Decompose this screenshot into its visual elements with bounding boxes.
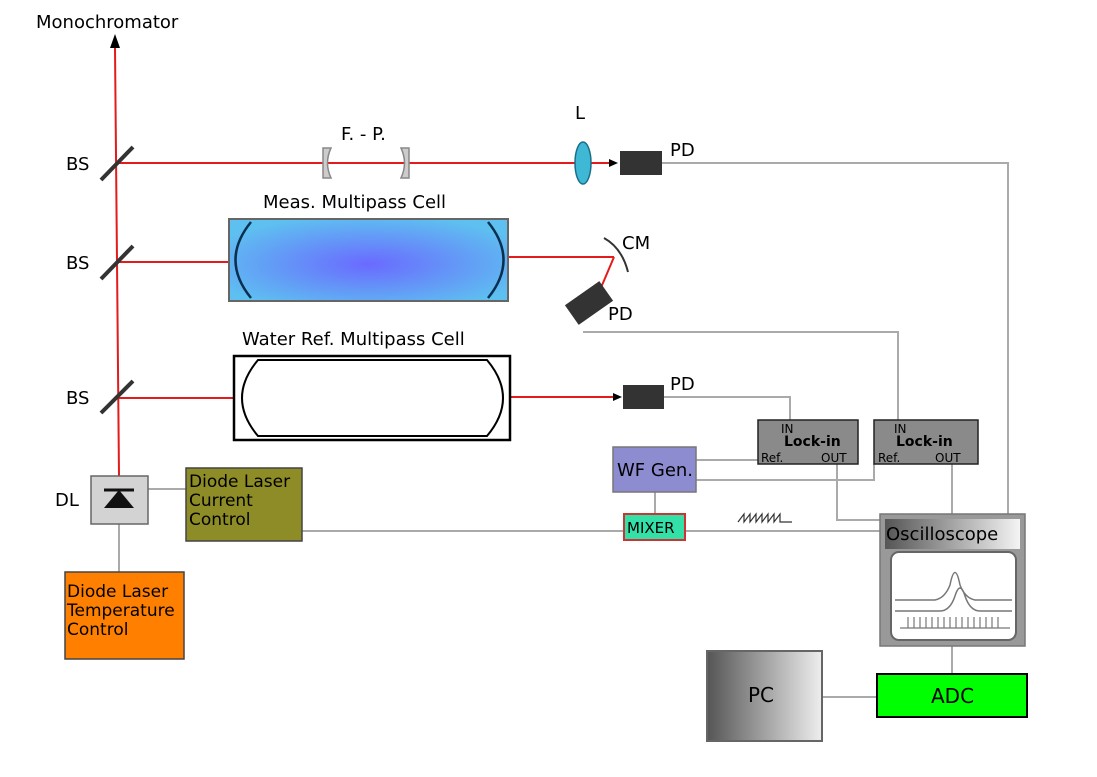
diode-laser: [90, 475, 149, 525]
mixer-label: MIXER: [627, 519, 675, 537]
fabry-perot-label: F. - P.: [341, 124, 386, 145]
lockin1-out-label: OUT: [821, 451, 847, 465]
lockin2-title: Lock-in: [896, 434, 953, 450]
beam-splitter-2: [99, 244, 135, 281]
wf-gen-label: WF Gen.: [617, 460, 693, 481]
temperature-control-box: [64, 571, 185, 660]
monochromator-label: Monochromator: [36, 12, 179, 33]
concave-mirror-icon: [603, 237, 629, 273]
bs3-label: BS: [66, 388, 89, 409]
lockin1-box: [757, 419, 859, 465]
pc-box: [706, 650, 823, 742]
arrow-pd1: [609, 159, 618, 167]
sawtooth-signal-symbol: [737, 512, 792, 524]
beam-cm-to-pd: [599, 256, 615, 291]
pd1-label: PD: [670, 140, 695, 161]
bs2-label: BS: [66, 253, 89, 274]
wire-pd2-lockin2: [583, 331, 899, 420]
photodetector-1: [620, 151, 662, 175]
pc-label: PC: [748, 683, 774, 707]
meas-cell-label: Meas. Multipass Cell: [263, 192, 446, 213]
lockin1-ref-label: Ref.: [761, 451, 783, 465]
lockin2-ref-label: Ref.: [878, 451, 900, 465]
diode-icon: [104, 490, 134, 508]
cm-label: CM: [622, 233, 650, 254]
wire-wfgen-lockin2-ref: [696, 464, 875, 481]
lockin1-in-label: IN: [781, 422, 794, 436]
oscilloscope: [879, 513, 1026, 647]
lockin2-box: [873, 419, 979, 465]
wf-gen-box: [612, 446, 697, 493]
fp-mirror-left: [322, 147, 333, 179]
photodetector-2: [564, 281, 614, 325]
wire-pd3-lockin1: [664, 396, 791, 420]
beam-splitters: [99, 145, 135, 415]
water-cell-label: Water Ref. Multipass Cell: [242, 329, 465, 350]
lens-label: L: [575, 103, 585, 124]
oscilloscope-ticks: [900, 617, 1010, 629]
signal-wires: [118, 162, 1009, 698]
wire-lockin1-out: [836, 464, 882, 521]
pd2-label: PD: [608, 304, 633, 325]
arrow-pd3: [613, 393, 622, 401]
photodetector-3: [623, 385, 664, 409]
temperature-control-label: Diode Laser Temperature Control: [66, 582, 180, 640]
current-control-box: [185, 467, 303, 542]
beam-splitter-1: [99, 145, 135, 182]
mixer-box: [623, 513, 686, 541]
adc-box: [876, 673, 1028, 718]
lens-icon: [574, 141, 592, 185]
adc-label: ADC: [931, 684, 974, 708]
fp-mirror-right: [399, 147, 410, 179]
dl-label: DL: [55, 490, 79, 511]
oscilloscope-screen: [890, 551, 1017, 641]
pd3-label: PD: [670, 374, 695, 395]
lockin2-out-label: OUT: [935, 451, 961, 465]
current-control-label: Diode Laser Current Control: [189, 472, 295, 530]
beam-splitter-3: [99, 379, 135, 415]
wire-pd1-oscilloscope: [662, 162, 1009, 516]
lockin2-in-label: IN: [894, 422, 907, 436]
oscilloscope-label: Oscilloscope: [886, 524, 998, 545]
meas-multipass-cell: [228, 218, 509, 302]
bs1-label: BS: [66, 154, 89, 175]
fabry-perot-mirrors: [322, 147, 410, 179]
lockin1-title: Lock-in: [784, 434, 841, 450]
water-ref-multipass-cell: [232, 354, 512, 442]
arrow-monochromator: [110, 34, 120, 48]
